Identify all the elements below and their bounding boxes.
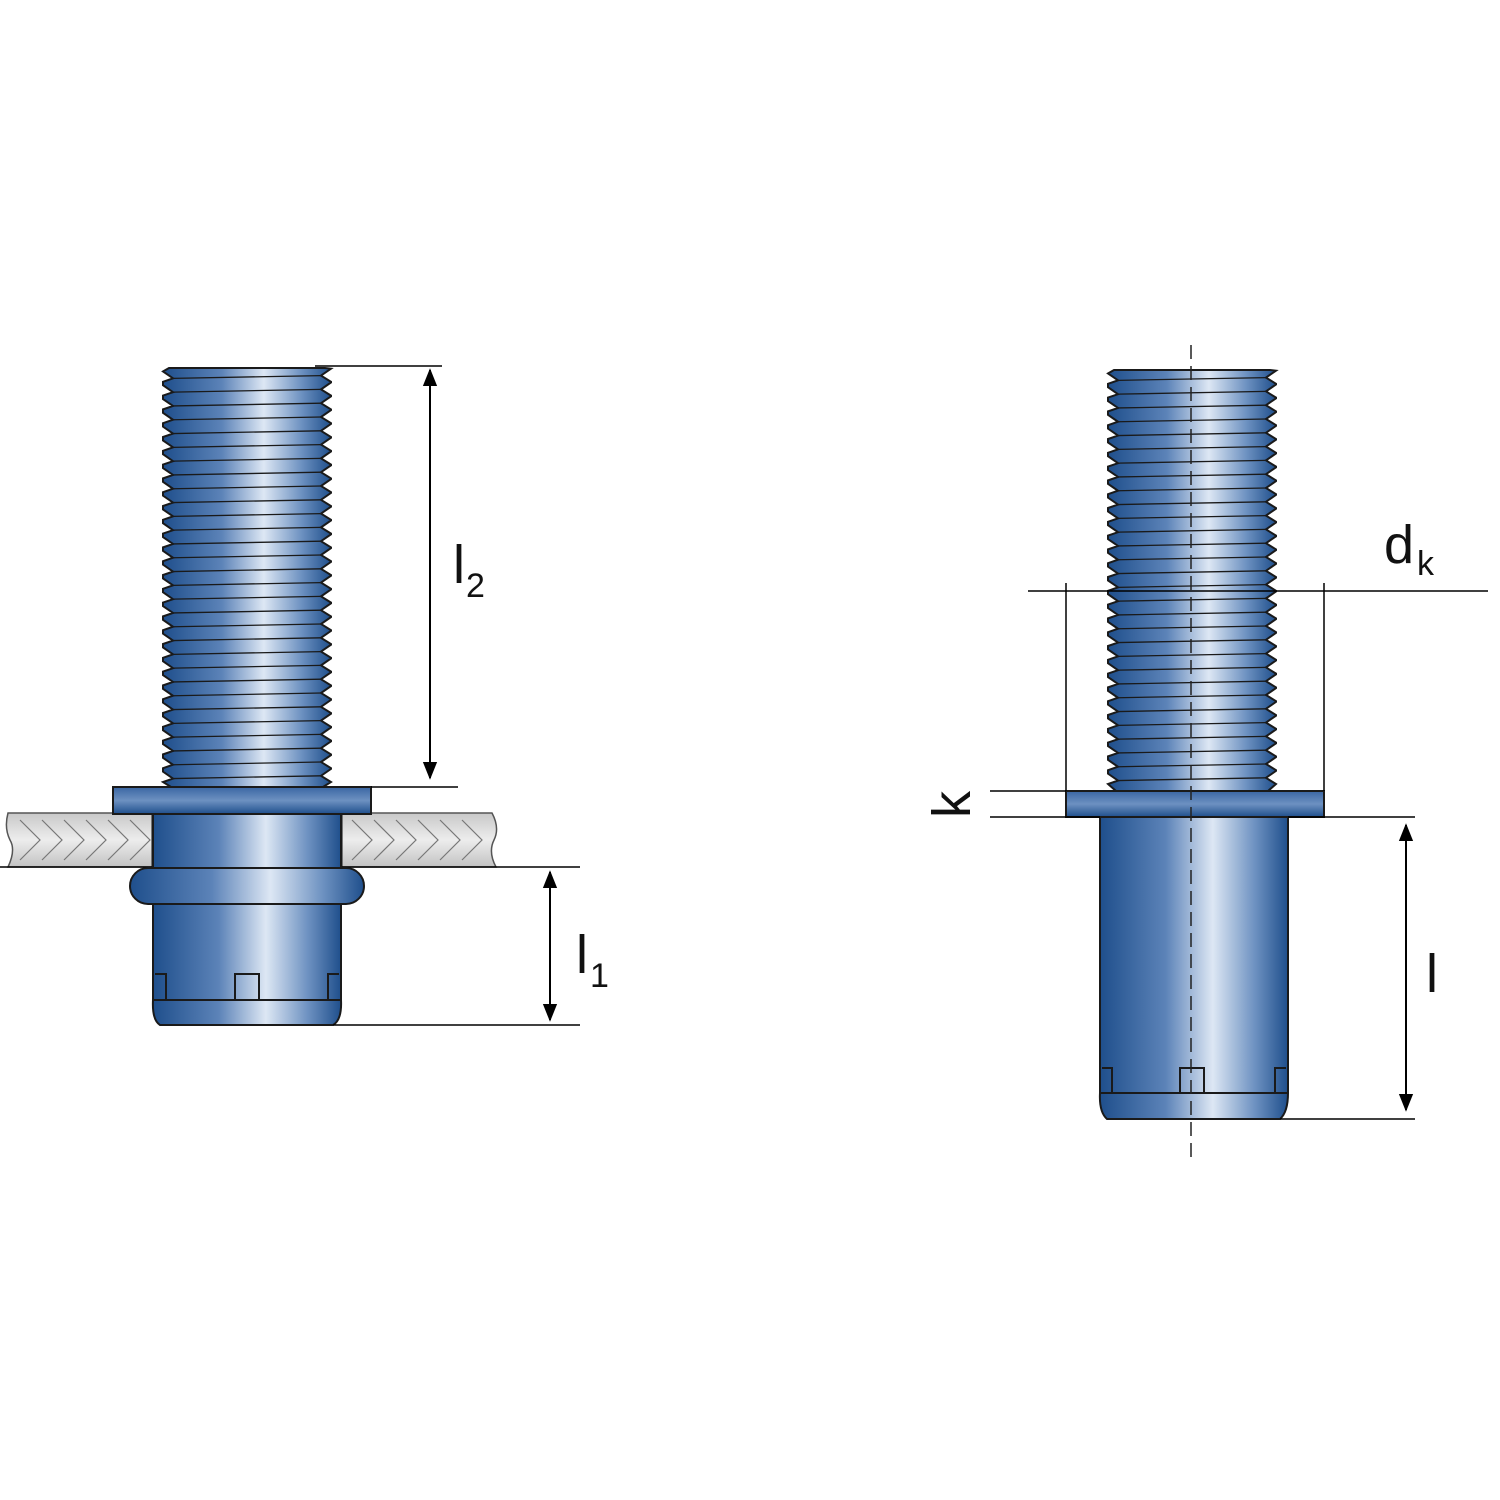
label-k: k [922,790,982,818]
label-l2: l [453,535,465,595]
stud-right-thread-lines [1117,376,1267,782]
dimension-l: l [1280,816,1438,1120]
threaded-stud-right [1106,369,1279,792]
knurl-slots-right [1102,1067,1286,1094]
label-dk-sub: k [1417,545,1435,583]
threaded-stud-left [160,367,334,788]
label-l1-sub: 1 [590,957,609,995]
dimension-l1: l 1 [333,870,609,1026]
uninstalled-view: d k k l [922,345,1488,1160]
head-flange-right [1065,790,1325,818]
label-dk: d [1384,515,1414,575]
label-l: l [1426,944,1438,1004]
label-l1: l [576,925,588,985]
label-l2-sub: 2 [466,567,485,605]
body-in-sheet [152,813,342,869]
body-right [1098,816,1289,1120]
knurl-slots-left [155,973,339,1001]
head-flange-left [112,786,372,815]
dimension-k: k [922,790,1100,818]
bulge-collar [129,867,365,905]
plate-hatching [19,819,483,861]
stud-left-thread-lines [172,374,322,780]
dimension-dk: d k [1028,515,1488,791]
installed-view: l 2 l 1 [0,365,609,1026]
sheet-plate [0,812,580,868]
lower-body-left [151,903,343,1026]
dimension-l2: l 2 [315,365,485,788]
